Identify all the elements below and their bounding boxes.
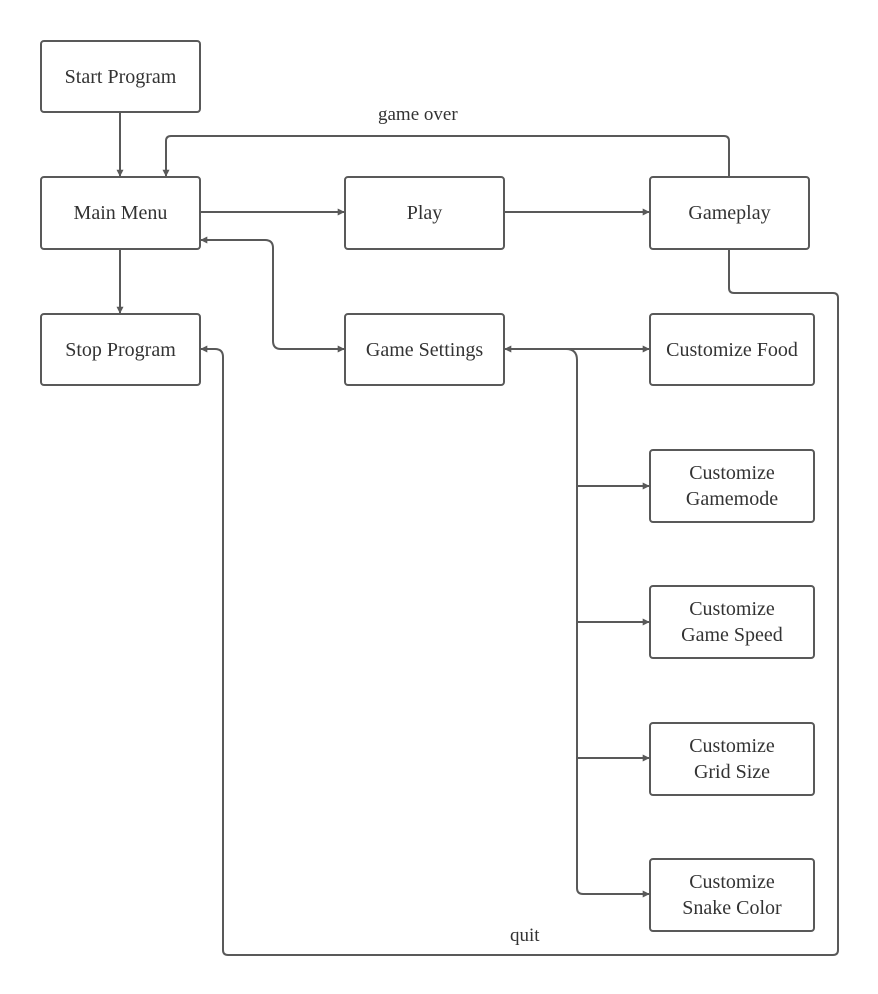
edge-game-over bbox=[162, 135, 730, 177]
node-stop-program-label: Stop Program bbox=[65, 338, 176, 361]
node-gameplay: Gameplay bbox=[649, 176, 810, 250]
node-start-program-label: Start Program bbox=[64, 65, 177, 88]
node-gameplay-label: Gameplay bbox=[688, 202, 771, 224]
node-game-settings: Game Settings bbox=[344, 313, 505, 386]
node-customize-grid-size-line2: Grid Size bbox=[693, 761, 771, 783]
edge-settings-branch bbox=[565, 348, 584, 895]
node-customize-snake-color-line2: Snake Color bbox=[682, 897, 782, 919]
node-main-menu-label: Main Menu bbox=[73, 202, 168, 224]
node-stop-program: Stop Program bbox=[40, 313, 201, 386]
edge-label-quit: quit bbox=[510, 925, 540, 946]
node-play-label: Play bbox=[406, 202, 443, 224]
node-play: Play bbox=[344, 176, 505, 250]
node-customize-grid-size: Customize Grid Size bbox=[649, 722, 815, 796]
node-customize-snake-color-line1: Customize bbox=[689, 871, 775, 893]
node-game-settings-label: Game Settings bbox=[365, 338, 484, 361]
node-customize-game-speed: Customize Game Speed bbox=[649, 585, 815, 659]
node-customize-game-speed-line1: Customize bbox=[689, 598, 775, 620]
node-customize-grid-size-line1: Customize bbox=[689, 735, 775, 757]
node-customize-food: Customize Food bbox=[649, 313, 815, 386]
node-customize-game-speed-line2: Game Speed bbox=[681, 624, 783, 646]
edge-main-menu-game-settings bbox=[200, 236, 345, 353]
edge-quit bbox=[200, 250, 839, 956]
node-customize-gamemode: Customize Gamemode bbox=[649, 449, 815, 523]
node-customize-food-label: Customize Food bbox=[666, 338, 798, 361]
edge-label-game-over: game over bbox=[378, 104, 458, 125]
node-main-menu: Main Menu bbox=[40, 176, 201, 250]
node-start-program: Start Program bbox=[40, 40, 201, 113]
node-customize-gamemode-line1: Customize bbox=[689, 462, 775, 484]
node-customize-gamemode-line2: Gamemode bbox=[685, 488, 779, 510]
node-customize-snake-color: Customize Snake Color bbox=[649, 858, 815, 932]
